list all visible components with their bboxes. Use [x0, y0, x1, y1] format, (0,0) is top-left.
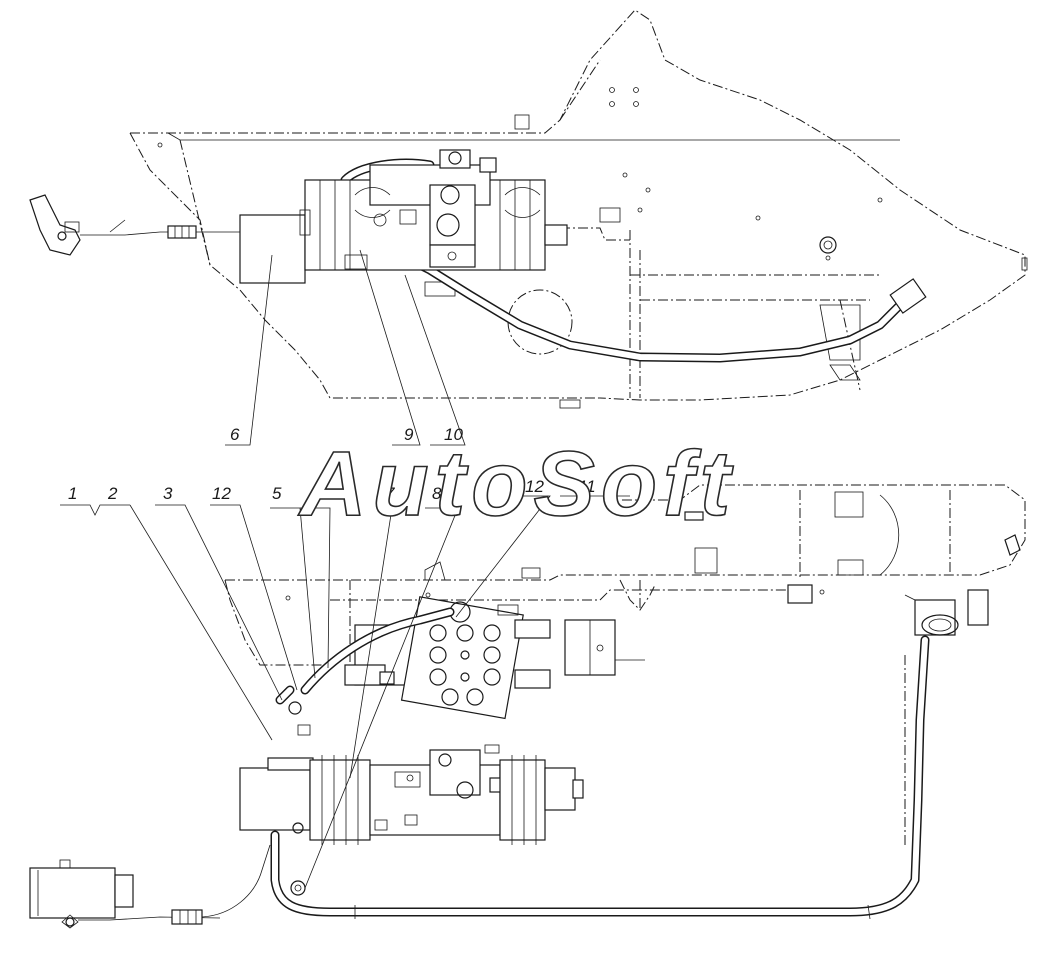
upper-callouts: 6 9 10	[230, 425, 463, 444]
callout-5: 5	[272, 484, 282, 503]
hidden-port-circle	[507, 289, 573, 355]
callout-3: 3	[163, 484, 173, 503]
callout-7: 7	[385, 484, 395, 503]
lower-hoses	[270, 607, 930, 920]
callout-11: 11	[578, 477, 596, 496]
callout-8: 8	[432, 484, 442, 503]
callout-9: 9	[404, 425, 414, 444]
lower-control-box	[29, 844, 271, 929]
watermark-text: AutoSoft	[298, 433, 736, 535]
callout-4: 4	[310, 484, 319, 503]
callout-1: 1	[68, 484, 77, 503]
valve-ports	[429, 624, 501, 706]
upper-frame	[129, 9, 1028, 409]
lower-leaders	[60, 495, 630, 889]
callout-12-right: 12	[525, 477, 544, 496]
upper-cable-lever	[29, 194, 240, 256]
upper-pump-valve	[239, 149, 568, 284]
lower-control-valve	[344, 596, 645, 720]
callout-2: 2	[107, 484, 118, 503]
callout-6: 6	[230, 425, 240, 444]
lower-pump	[239, 701, 584, 845]
callout-12: 12	[212, 484, 231, 503]
upper-leaders	[225, 249, 466, 446]
callout-10: 10	[444, 425, 463, 444]
lower-callouts: 1 2 3 12 5 4 7 8 12 11	[68, 477, 596, 503]
lower-suction-port	[904, 589, 989, 845]
lower-frame-rail	[224, 484, 1026, 666]
